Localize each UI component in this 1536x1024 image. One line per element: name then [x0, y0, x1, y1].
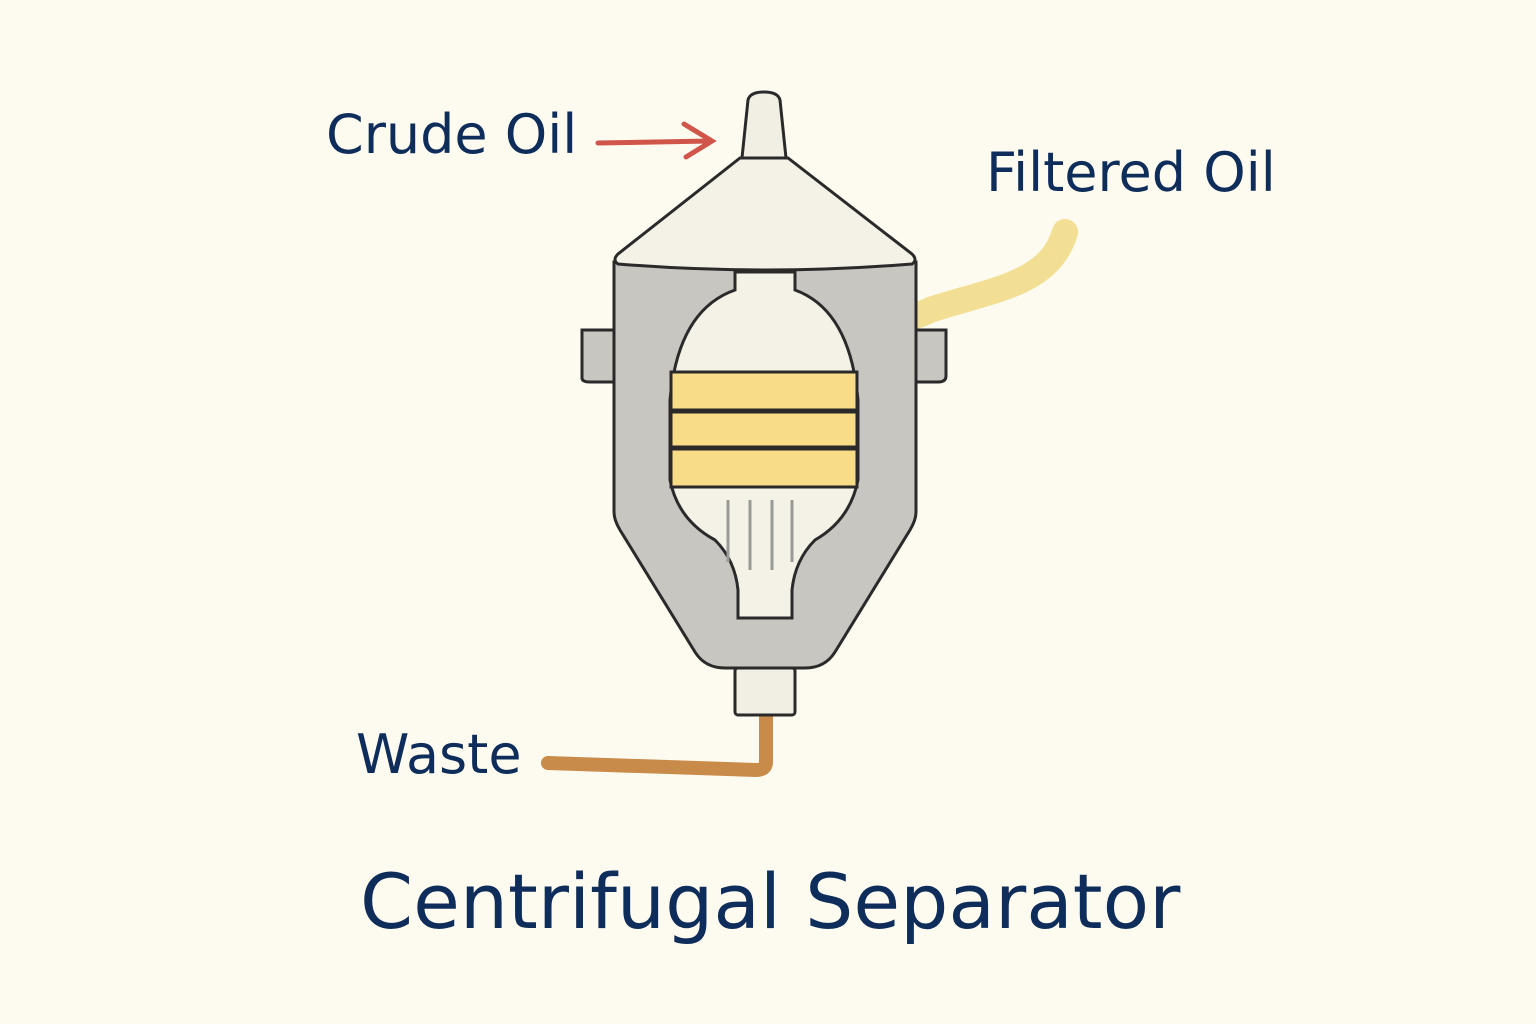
waste-stream	[541, 709, 773, 778]
disc-band	[669, 410, 859, 449]
disc-band	[669, 370, 859, 412]
bowl-ribs	[726, 500, 794, 570]
crude-oil-label: Crude Oil	[326, 103, 578, 166]
inlet-nozzle	[740, 90, 788, 160]
waste-outlet	[733, 666, 797, 717]
disc-band	[669, 447, 859, 489]
bowl-disc-stack	[669, 370, 859, 489]
inlet-cap	[613, 156, 917, 272]
diagram-title: Centrifugal Separator	[360, 857, 1181, 946]
filtered-oil-label: Filtered Oil	[986, 141, 1276, 204]
crude-oil-arrow-icon	[595, 121, 717, 160]
right-mounting-ear	[912, 328, 948, 384]
waste-label: Waste	[356, 723, 522, 786]
